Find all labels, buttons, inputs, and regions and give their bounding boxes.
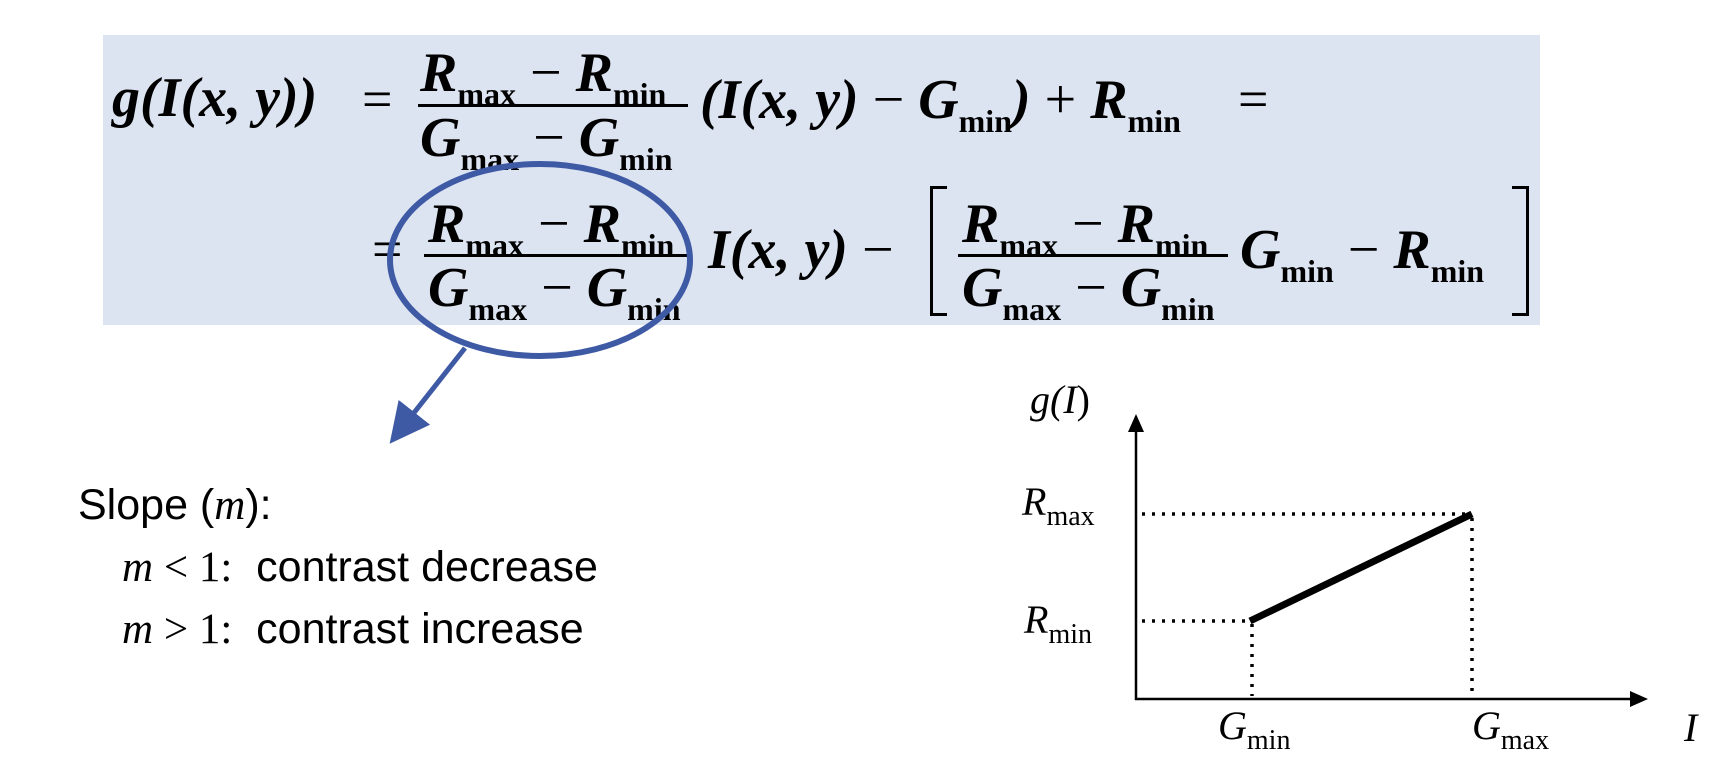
fraction-1-bar bbox=[418, 104, 688, 107]
highlight-ellipse bbox=[387, 161, 693, 359]
graph-label-r-max: Rmax bbox=[1022, 479, 1095, 532]
fraction-2-numerator: Rmax − Rmin bbox=[428, 193, 675, 263]
graph-label-g-max: Gmax bbox=[1472, 703, 1550, 756]
graph-y-axis-label: g(I) bbox=[1030, 377, 1090, 422]
bracket-open bbox=[930, 186, 947, 316]
formula-equals-2: = bbox=[1238, 69, 1269, 129]
formula-line1-term: (I(x, y) − Gmin) + Rmin bbox=[700, 69, 1181, 139]
fraction-1-denominator: Gmax − Gmin bbox=[420, 107, 673, 177]
graph-label-g-min: Gmin bbox=[1218, 703, 1291, 756]
fraction-3-bar bbox=[958, 254, 1228, 257]
highlight-arrow bbox=[389, 346, 467, 444]
slope-row-decrease: m < 1: contrast decrease bbox=[122, 543, 598, 591]
fraction-2-bar bbox=[424, 254, 688, 257]
graph-y-arrowhead bbox=[1128, 414, 1144, 432]
graph-label-r-min: Rmin bbox=[1024, 597, 1092, 650]
slope-heading: Slope (m): bbox=[78, 481, 272, 529]
fraction-3-denominator: Gmax − Gmin bbox=[962, 257, 1215, 327]
graph-x-axis-label: I bbox=[1684, 705, 1698, 750]
formula-line2-term: I(x, y) − bbox=[708, 219, 894, 281]
mapping-line bbox=[1248, 510, 1474, 625]
formula-bracket-term: Gmin − Rmin bbox=[1240, 219, 1485, 289]
bracket-close bbox=[1512, 186, 1529, 316]
graph-x-arrowhead bbox=[1630, 691, 1648, 707]
formula-equals-1: = bbox=[362, 69, 393, 129]
formula-box bbox=[103, 35, 1540, 325]
fraction-2-denominator: Gmax − Gmin bbox=[428, 257, 681, 327]
slope-row-increase: m > 1: contrast increase bbox=[122, 605, 584, 653]
formula-lhs: g(I(x, y)) bbox=[112, 67, 318, 129]
